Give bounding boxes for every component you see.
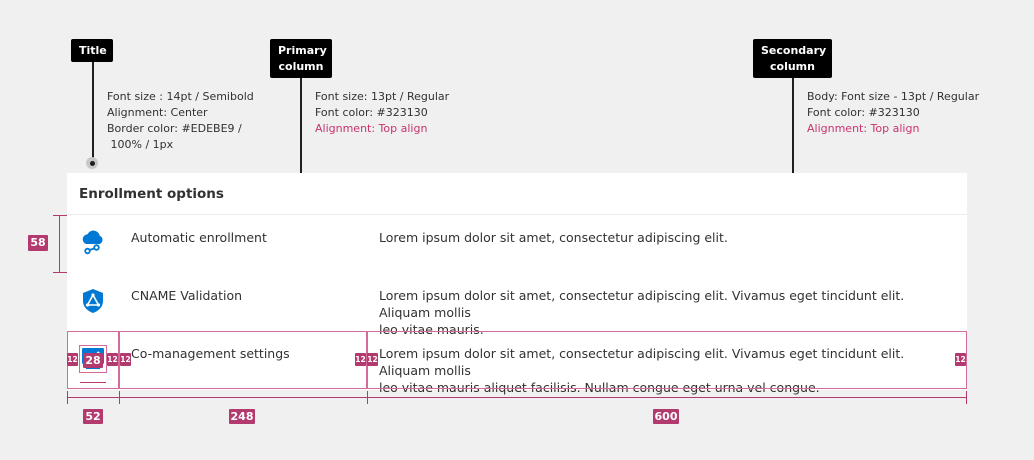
primary-callout-line2: column bbox=[278, 60, 324, 73]
row-secondary-text: Lorem ipsum dolor sit amet, consectetur … bbox=[379, 287, 959, 338]
row-primary-text: Co-management settings bbox=[131, 346, 290, 361]
secondary-spec-note: Body: Font size - 13pt / Regular Font co… bbox=[807, 89, 979, 137]
width-tick bbox=[67, 391, 68, 404]
secondary-callout-line1: Secondary bbox=[761, 44, 827, 57]
row-height-bottom-tick bbox=[53, 272, 67, 273]
secondary-leader-line bbox=[792, 78, 794, 260]
card-title: Enrollment options bbox=[67, 173, 967, 215]
secondary-cell-box bbox=[367, 331, 967, 389]
row-secondary-line1: Lorem ipsum dolor sit amet, consectetur … bbox=[379, 230, 728, 245]
primary-column-callout: Primary column bbox=[270, 39, 332, 78]
title-spec-alignment: Alignment: Center bbox=[107, 106, 208, 119]
title-pointer-dot bbox=[86, 157, 98, 169]
primary-callout-line1: Primary bbox=[278, 44, 327, 57]
secondary-spec-font: Body: Font size - 13pt / Regular bbox=[807, 90, 980, 103]
primary-column-width-label: 248 bbox=[229, 409, 255, 424]
secondary-spec-color: Font color: #323130 bbox=[807, 106, 920, 119]
title-callout: Title bbox=[71, 39, 113, 62]
enrollment-options-card: Enrollment options Automatic enrollment … bbox=[67, 173, 967, 395]
row-secondary-line1: Lorem ipsum dolor sit amet, consectetur … bbox=[379, 288, 905, 320]
title-callout-label: Title bbox=[79, 44, 107, 57]
secondary-callout-line2: column bbox=[770, 60, 815, 73]
secondary-spec-alignment: Alignment: Top align bbox=[807, 122, 920, 135]
icon-size-label: 28 bbox=[83, 353, 103, 368]
primary-spec-note: Font size: 13pt / Regular Font color: #3… bbox=[315, 89, 449, 137]
title-spec-note: Font size : 14pt / Semibold Alignment: C… bbox=[107, 89, 254, 153]
cloud-link-icon bbox=[82, 230, 103, 255]
padding-label: 12 bbox=[367, 353, 378, 366]
title-spec-border: Border color: #EDEBE9 / bbox=[107, 122, 242, 135]
secondary-column-width-label: 600 bbox=[653, 409, 679, 424]
title-spec-border-detail: 100% / 1px bbox=[107, 138, 174, 151]
icon-size-box bbox=[79, 345, 107, 373]
icon-width-line bbox=[80, 382, 106, 383]
primary-spec-color: Font color: #323130 bbox=[315, 106, 428, 119]
padding-label: 12 bbox=[107, 353, 118, 366]
secondary-column-callout: Secondary column bbox=[753, 39, 832, 78]
row-primary-text: Automatic enrollment bbox=[131, 230, 267, 245]
padding-label: 12 bbox=[67, 353, 78, 366]
row-secondary-line2: leo vitae mauris aliquet facilisis. Null… bbox=[379, 380, 820, 395]
row-primary-text: CNAME Validation bbox=[131, 288, 243, 303]
padding-label: 12 bbox=[120, 353, 131, 366]
title-spec-font: Font size : 14pt / Semibold bbox=[107, 90, 254, 103]
padding-label: 12 bbox=[955, 353, 966, 366]
icon-column-width-label: 52 bbox=[83, 409, 103, 424]
row-secondary-text: Lorem ipsum dolor sit amet, consectetur … bbox=[379, 229, 959, 246]
width-tick bbox=[367, 391, 368, 404]
row-secondary-line2: leo vitae mauris. bbox=[379, 322, 484, 337]
title-leader-line bbox=[92, 62, 94, 162]
width-tick bbox=[119, 391, 120, 404]
shield-triangle-icon bbox=[83, 289, 103, 313]
primary-cell-box bbox=[119, 331, 367, 389]
row-height-line bbox=[59, 215, 60, 273]
row-height-top-tick bbox=[53, 215, 67, 216]
primary-spec-alignment: Alignment: Top align bbox=[315, 122, 428, 135]
width-tick bbox=[966, 391, 967, 404]
row-secondary-text: Lorem ipsum dolor sit amet, consectetur … bbox=[379, 345, 959, 396]
row-height-label: 58 bbox=[28, 235, 48, 251]
padding-label: 12 bbox=[355, 353, 366, 366]
primary-spec-font: Font size: 13pt / Regular bbox=[315, 90, 450, 103]
primary-leader-line bbox=[300, 78, 302, 220]
row-secondary-line1: Lorem ipsum dolor sit amet, consectetur … bbox=[379, 346, 905, 378]
width-dimension-line bbox=[67, 397, 967, 398]
